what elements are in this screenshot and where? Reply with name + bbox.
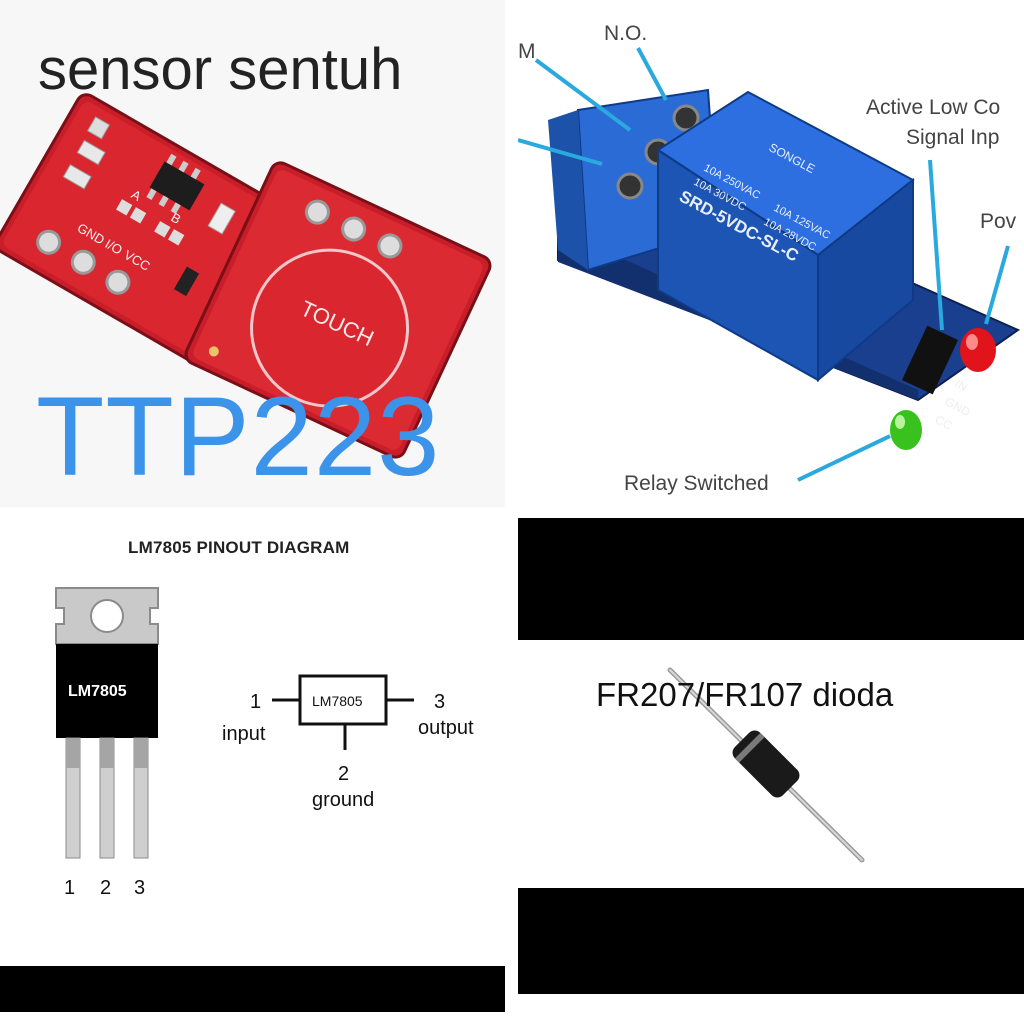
red-led	[960, 328, 996, 372]
leg-number-3: 3	[134, 877, 145, 899]
callout-lines	[518, 47, 1010, 482]
touch-sensor-illustration: GND I/O VCC A B TOUCH	[0, 93, 492, 459]
schematic-pin1-label: input	[222, 723, 266, 745]
label-active-low-line2: Signal Inp	[906, 126, 1000, 149]
black-bar-bottom	[518, 888, 1024, 994]
black-bar-top	[518, 518, 1024, 640]
black-bar-bottom	[0, 966, 505, 1012]
schematic-box-label: LM7805	[312, 693, 363, 709]
relay-module-panel: SONGLE 10A 250VAC 10A 30VDC 10A 125VAC 1…	[518, 0, 1024, 507]
schematic-pin1-number: 1	[250, 691, 261, 713]
diode-title: FR207/FR107 dioda	[596, 676, 894, 713]
diode-illustration	[667, 667, 865, 863]
green-led	[890, 410, 922, 450]
lm7805-title: LM7805 PINOUT DIAGRAM	[128, 538, 350, 557]
label-power: Pov	[980, 210, 1017, 233]
schematic-pin2-label: ground	[312, 789, 374, 811]
touch-sensor-model: TTP223	[36, 374, 441, 499]
schematic-pin3-label: output	[418, 717, 474, 739]
label-relay-switched: Relay Switched	[624, 472, 769, 495]
chip-label: LM7805	[68, 683, 127, 700]
lm7805-package-illustration: LM7805 1 2 3 LM7805 1 input 3 output 2 g…	[55, 587, 474, 899]
lm7805-panel: LM7805 PINOUT DIAGRAM LM7805 1 2 3 LM780…	[0, 518, 505, 1024]
touch-sensor-title: sensor sentuh	[38, 37, 403, 102]
pin-label-vcc: CC	[933, 412, 955, 433]
label-common: M	[518, 40, 536, 63]
relay-module-illustration: SONGLE 10A 250VAC 10A 30VDC 10A 125VAC 1…	[518, 47, 1021, 482]
schematic-pin2-number: 2	[338, 763, 349, 785]
schematic-pin3-number: 3	[434, 691, 445, 713]
label-normally-open: N.O.	[604, 22, 648, 45]
diode-panel: FR207/FR107 dioda	[518, 518, 1024, 1024]
relay-body: SONGLE 10A 250VAC 10A 30VDC 10A 125VAC 1…	[656, 90, 915, 383]
label-active-low-line1: Active Low Co	[866, 96, 1001, 119]
touch-sensor-panel: sensor sentuh GND I/O VCC	[0, 0, 505, 507]
leg-number-1: 1	[64, 877, 75, 899]
lm7805-schematic: LM7805 1 input 3 output 2 ground	[222, 674, 474, 811]
pin-label-in: IN	[953, 376, 970, 394]
leg-number-2: 2	[100, 877, 111, 899]
pcb-front: TOUCH	[184, 161, 492, 459]
